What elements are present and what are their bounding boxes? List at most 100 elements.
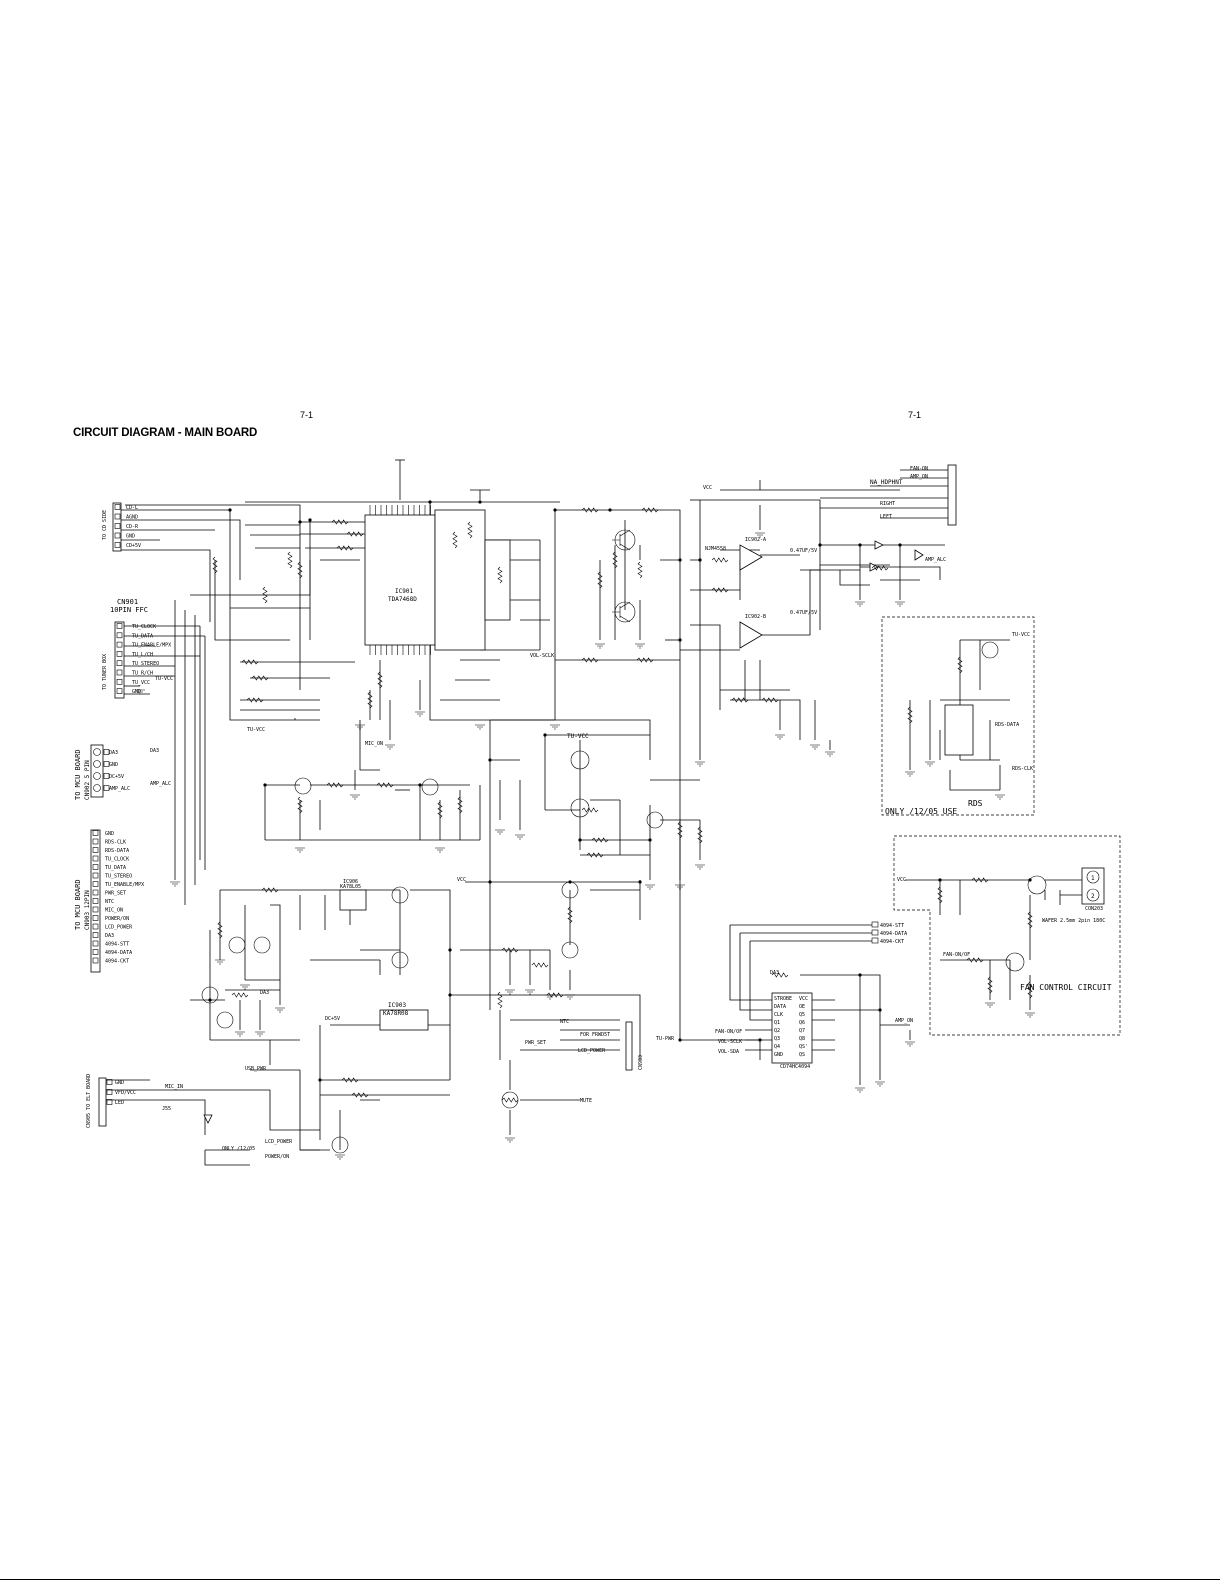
da3-right-label: DA3 xyxy=(770,970,779,976)
bottom-left-wiring xyxy=(106,1060,580,1166)
svg-text:2: 2 xyxy=(1091,893,1095,900)
cn903-pin-0: GND xyxy=(105,831,114,837)
amp-on-label: AMP_ON xyxy=(910,474,928,480)
cn903-pin-14: 4094-DATA xyxy=(105,950,132,956)
fan-control-box: FAN CONTROL CIRCUIT WAFER 2.5mm 2pin 180… xyxy=(893,835,1121,1036)
ic902b-label: IC902-B xyxy=(745,614,766,620)
wafer-label: WAFER 2.5mm 2pin 180C xyxy=(1042,918,1105,924)
transistor-q905 xyxy=(421,778,439,796)
cn905-desc: CN905 TO ELT BOARD xyxy=(86,1074,92,1128)
ic907-left-pin-4: Q2 xyxy=(774,1028,780,1034)
cn903-pin-12: DA3 xyxy=(105,933,114,939)
to-cd-side-label: TO CD SIDE xyxy=(102,510,108,540)
rds-box-note: ONLY /12/05 USE xyxy=(885,807,957,816)
ic901-ref: IC901 xyxy=(395,588,413,595)
cd-pin-0: CD-L xyxy=(126,505,138,511)
page-number-left: 7-1 xyxy=(300,410,314,420)
bottom-rule xyxy=(0,1579,1220,1580)
cn901-connector: TU_CLOCKTU_DATATU_ENABLE/MPXTU_L/CHTU_ST… xyxy=(102,598,171,699)
rds-data-label: RDS-DATA xyxy=(995,722,1019,728)
ic907-top-signal-0: 4094-STT xyxy=(880,923,904,929)
vol-sclk-label: VOL-SCLK xyxy=(530,653,554,659)
cn903-connector: GNDRDS-CLKRDS-DATATU_CLOCKTU_DATATU_STER… xyxy=(74,829,144,973)
for-frwd5t-label: FOR FRWD5T xyxy=(580,1032,610,1038)
mute-label: MUTE xyxy=(580,1098,592,1104)
cn901-desc: 10PIN FFC xyxy=(110,606,148,614)
tu-vcc-mid-label: TU-VCC xyxy=(567,733,589,740)
ic901-chip: IC901 TDA7468D xyxy=(364,505,436,655)
cap-label-2: 0.47UF/5V xyxy=(790,610,817,616)
cn903-pin-15: 4094-CKT xyxy=(105,959,129,965)
cn901-pin-0: TU_CLOCK xyxy=(132,624,156,630)
transistor-q904 xyxy=(228,936,246,954)
cn905-pin-2: LED xyxy=(115,1100,124,1106)
opamp-section: IC902-A IC902-B NJM4558 0.47UF/5V 0.47UF… xyxy=(680,480,900,760)
cn905-pin-0: GND xyxy=(115,1080,124,1086)
cap-label-1: 0.47UF/5V xyxy=(790,548,817,554)
transistor-q902 xyxy=(612,601,636,623)
cn905-connector: GND VFD/VCC LED CN905 TO ELT BOARD xyxy=(86,1074,136,1128)
ic907-part: CD74HC4094 xyxy=(780,1064,810,1070)
cd-pin-1: AGND xyxy=(126,515,138,521)
ic907-left-pin-3: Q1 xyxy=(774,1020,780,1026)
only-12-05-label: ONLY /12/05 xyxy=(222,1146,255,1152)
usb-pwr-label: USB_PWR xyxy=(245,1066,267,1072)
left-label: LEFT xyxy=(880,514,892,520)
cn902-pin-2: DC+5V xyxy=(109,774,124,780)
cn903-pin-2: RDS-DATA xyxy=(105,848,129,854)
ic903-part: KA78R08 xyxy=(383,1010,409,1017)
ic907-right-pin-2: Q5 xyxy=(799,1012,805,1018)
amp-on-lower-label: AMP_ON xyxy=(895,1018,913,1024)
da3-lower-label: DA3 xyxy=(260,990,269,996)
cn901-pin-6: TU_VCC xyxy=(132,680,150,686)
cn903-pin-10: POWER/ON xyxy=(105,916,129,922)
ic907-right-pin-7: QS xyxy=(799,1052,805,1058)
middle-power-wiring xyxy=(264,719,701,880)
mic-in-label: MIC_IN xyxy=(165,1084,183,1090)
to-tuner-label: TO TUNER BOX xyxy=(102,654,108,690)
transistor-q909 xyxy=(646,811,664,829)
ic901-right-block xyxy=(434,509,511,651)
ic907-right-pin-6: QS' xyxy=(799,1044,808,1050)
cn905-pin-1: VFD/VCC xyxy=(115,1090,136,1096)
cn903-pin-3: TU_CLOCK xyxy=(105,857,129,863)
cn903-pin-13: 4094-STT xyxy=(105,942,129,948)
cn903-pin-9: MIC_ON xyxy=(105,908,123,914)
transistor-q911 xyxy=(216,1011,234,1029)
cn903-pin-1: RDS-CLK xyxy=(105,840,126,846)
mic-on-label: MIC_ON xyxy=(365,741,383,747)
cn902-desc: CN902 5 PIN xyxy=(84,760,91,800)
ntc-mid-label: NTC xyxy=(560,1019,569,1025)
transistor-q903 xyxy=(570,750,590,770)
ic907-top-signal-2: 4094-CKT xyxy=(880,939,904,945)
transistor-q916 xyxy=(331,1136,349,1154)
cn903-pin-4: TU_DATA xyxy=(105,865,126,871)
tu-vcc-rds-label: TU-VCC xyxy=(1012,632,1030,638)
transistor-q915 xyxy=(561,941,579,959)
cn903-right-label: CN903 xyxy=(638,1055,644,1070)
ic907-left-pin-0: STROBE xyxy=(774,996,792,1002)
fan-on-label: FAN-ON xyxy=(910,466,928,472)
cn901-pin-7: GND xyxy=(132,689,141,695)
ic903-ref: IC903 xyxy=(388,1002,406,1009)
tu-vcc-left-label: TU-VCC xyxy=(247,727,265,733)
cn901-pin-5: TU_R/CH xyxy=(132,671,153,677)
cn901-pin-4: TU_STEREO xyxy=(132,661,159,667)
ic901-part: TDA7468D xyxy=(388,596,417,603)
cd-pin-4: CD+5V xyxy=(126,543,141,549)
ic907-right-pin-1: OE xyxy=(799,1004,805,1010)
na-hdphnt-label: NA_HDPHNT xyxy=(870,479,903,486)
da3-upper-label: DA3 xyxy=(150,748,159,754)
ic906-ref: IC906 xyxy=(343,879,358,885)
power-on-bottom-label: POWER/ON xyxy=(265,1154,289,1160)
ic907-left-pin-7: GND xyxy=(774,1052,783,1058)
ic907-right-pin-4: Q7 xyxy=(799,1028,805,1034)
lcd-power-bottom-label: LCD_POWER xyxy=(265,1139,293,1145)
amp-alc-section xyxy=(820,540,945,600)
vol-sclk-lower-label: VOL-SCLK xyxy=(718,1039,742,1045)
lower-left-wiring xyxy=(190,880,641,1151)
ic906-regulator: IC906 KA78L05 xyxy=(339,879,367,911)
